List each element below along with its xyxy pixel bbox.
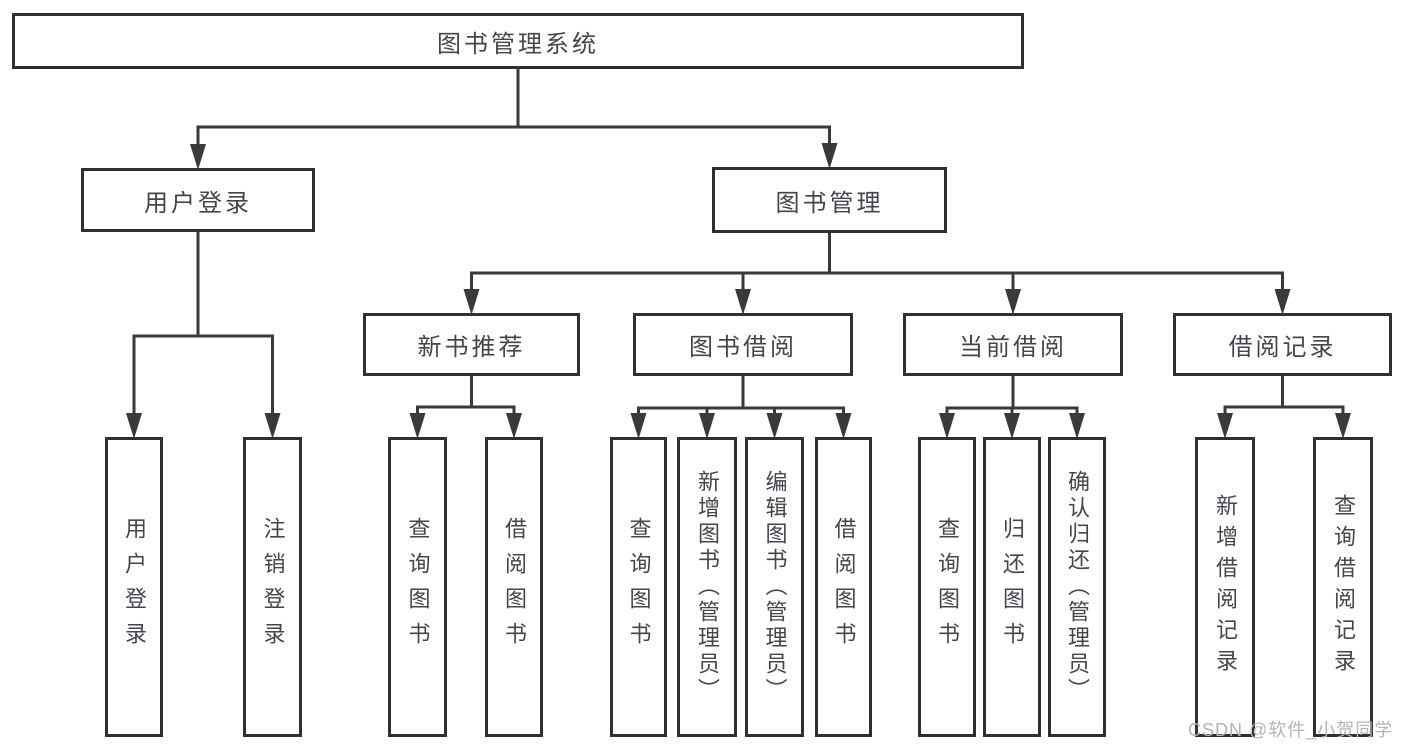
connector-arrowhead	[264, 413, 281, 439]
node-leaf-query-record: 查询借阅记录	[1313, 437, 1373, 737]
connector-arrowhead	[1069, 413, 1085, 439]
node-label: 新增借阅记录	[1213, 494, 1238, 680]
connector-arrowhead	[506, 413, 522, 439]
node-label: 借阅图书	[502, 517, 527, 657]
node-label: 借阅图书	[831, 517, 857, 657]
node-label: 确认归还（管理员）	[1065, 470, 1090, 704]
connector-arrowhead	[939, 413, 955, 439]
node-label: 查询图书	[405, 517, 431, 657]
watermark: CSDN @软件_小贺同学	[1188, 720, 1394, 740]
connector-arrowhead	[1004, 413, 1020, 439]
node-label: 新增图书（管理员）	[695, 470, 720, 704]
node-leaf-add-record: 新增借阅记录	[1195, 437, 1255, 737]
node-leaf-edit-book-admin: 编辑图书（管理员）	[745, 437, 804, 737]
connector-arrowhead	[126, 413, 142, 439]
node-label: 用户登录	[144, 189, 252, 217]
node-label: 图书管理	[775, 189, 884, 217]
connector-arrowhead	[1274, 289, 1291, 315]
connector-arrowhead	[1005, 289, 1021, 315]
node-label: 查询图书	[935, 517, 960, 657]
connector-arrowhead	[766, 413, 783, 439]
connector-arrowhead	[835, 413, 852, 439]
connector-arrowhead	[190, 144, 206, 170]
node-leaf-user-login: 用户登录	[105, 437, 163, 737]
node-borrow-records: 借阅记录	[1173, 313, 1392, 376]
node-label: 归还图书	[1000, 517, 1025, 657]
connector-arrowhead	[821, 143, 838, 169]
connector-arrowhead	[1217, 413, 1233, 439]
node-new-book-recommend: 新书推荐	[363, 313, 580, 376]
node-book-borrow: 图书借阅	[633, 313, 853, 376]
connector-arrowhead	[409, 413, 426, 439]
connector-arrowhead	[630, 413, 647, 439]
node-label: 查询图书	[626, 517, 652, 657]
node-label: 当前借阅	[959, 334, 1067, 361]
node-label: 图书管理系统	[437, 30, 599, 58]
node-leaf-borrow-book-1: 借阅图书	[485, 437, 543, 737]
node-leaf-add-book-admin: 新增图书（管理员）	[677, 437, 737, 737]
node-user-login: 用户登录	[81, 168, 315, 232]
node-current-borrow: 当前借阅	[903, 313, 1123, 376]
node-label: 图书借阅	[689, 334, 797, 361]
node-leaf-return-book: 归还图书	[983, 437, 1041, 737]
node-leaf-confirm-return: 确认归还（管理员）	[1048, 437, 1106, 737]
node-label: 借阅记录	[1228, 334, 1337, 361]
node-leaf-query-book-3: 查询图书	[918, 437, 976, 737]
node-label: 注销登录	[260, 517, 286, 657]
node-leaf-logout: 注销登录	[243, 437, 302, 737]
connector-arrowhead	[463, 289, 480, 315]
node-root-system: 图书管理系统	[12, 13, 1024, 69]
connector-arrowhead	[1335, 413, 1351, 439]
node-label: 用户登录	[122, 517, 147, 657]
node-label: 编辑图书（管理员）	[762, 470, 788, 704]
node-label: 新书推荐	[417, 334, 526, 361]
node-leaf-query-book-1: 查询图书	[388, 437, 447, 737]
node-book-management: 图书管理	[712, 167, 947, 233]
node-leaf-query-book-2: 查询图书	[610, 437, 667, 737]
connector-arrowhead	[735, 289, 751, 315]
connector-arrowhead	[699, 413, 715, 439]
node-leaf-borrow-book-2: 借阅图书	[815, 437, 872, 737]
node-label: 查询借阅记录	[1331, 494, 1356, 680]
